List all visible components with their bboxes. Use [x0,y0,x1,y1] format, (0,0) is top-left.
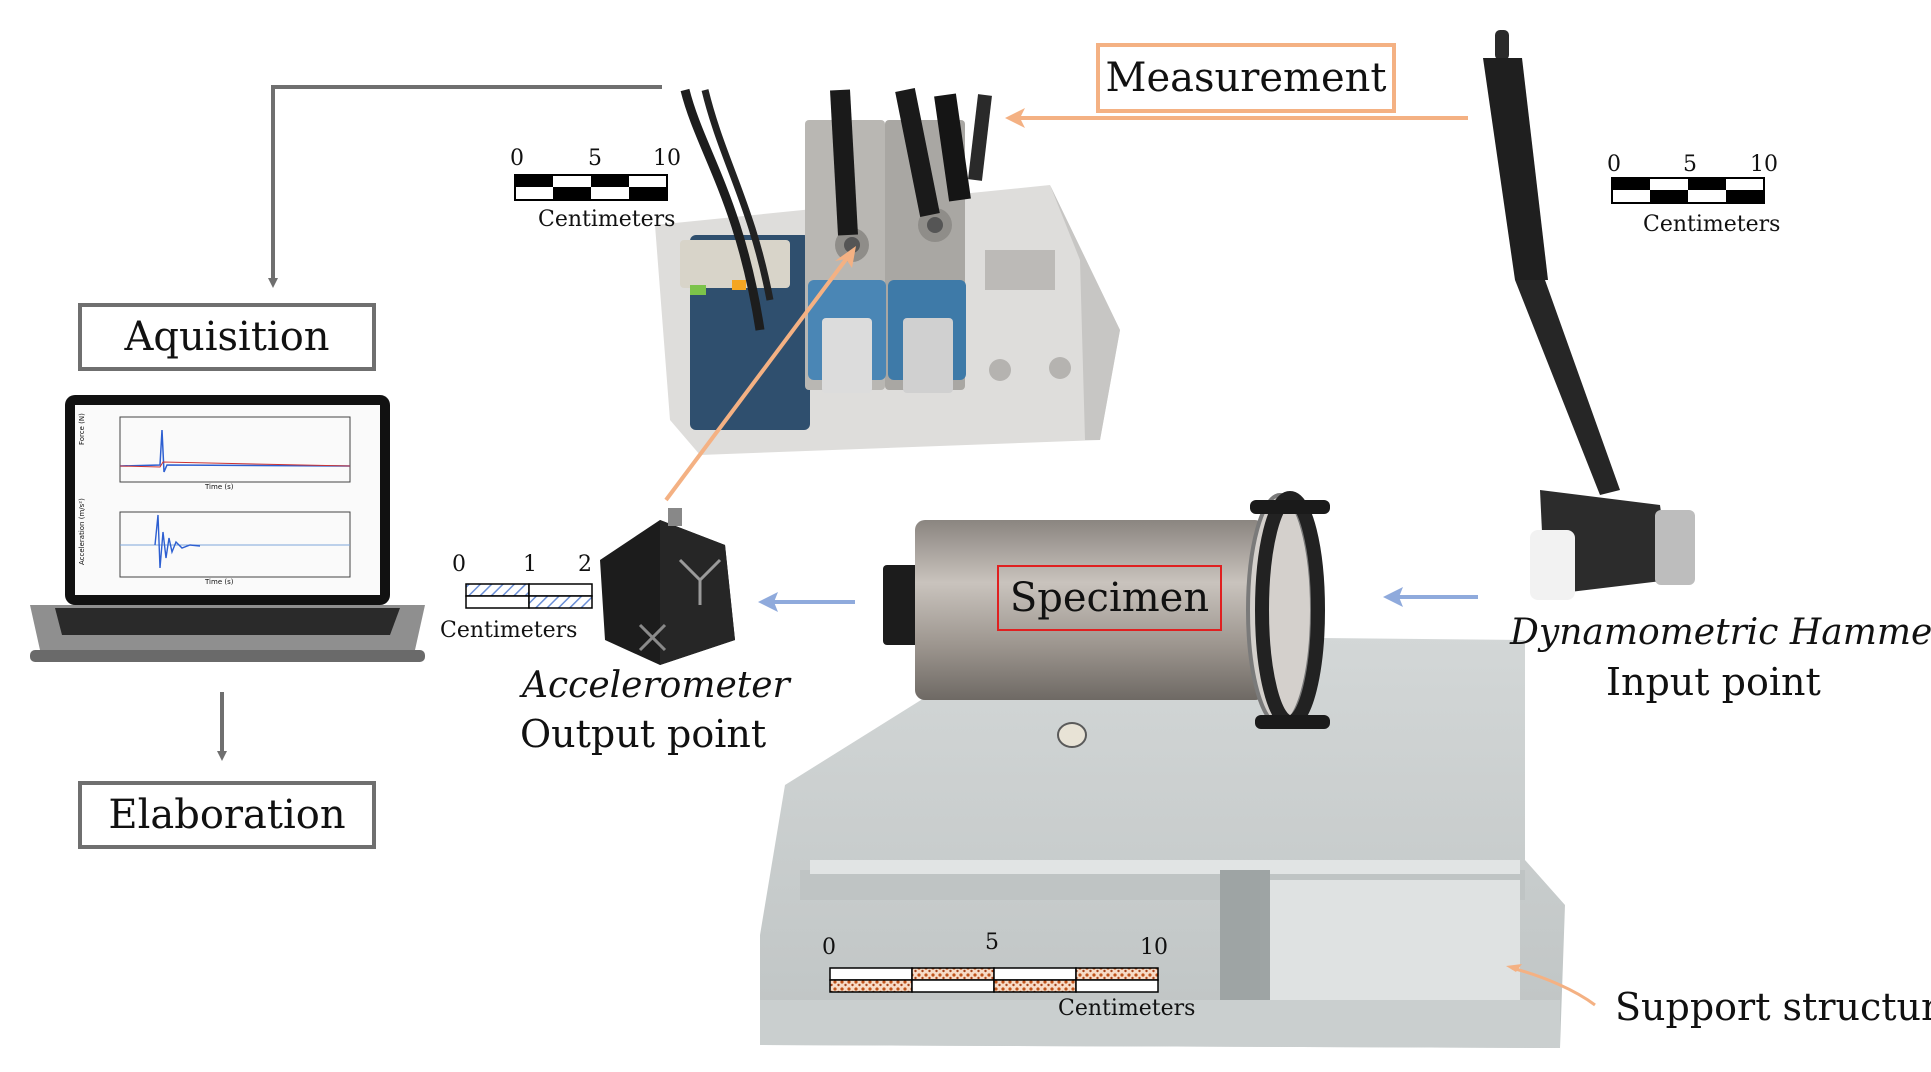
flow-arrows [217,85,662,761]
aquisition-label: Aquisition [124,314,330,360]
output-point-label: Output point [520,712,767,756]
blue-arrows [758,587,1478,612]
hammer-label: Dynamometric Hammer [1510,612,1931,653]
measurement-box: Measurement [1096,43,1396,113]
scale-accel-tick-2: 2 [578,552,592,577]
scale-base-tick-5: 5 [985,930,999,955]
accelerometer-label: Accelerometer [522,665,790,706]
measurement-arrowhead [1005,108,1025,128]
output-arrowhead [758,592,778,612]
accel-cable-arrowhead [835,246,856,268]
input-arrowhead [1383,587,1403,607]
scale-hammer-tick-5: 5 [1683,152,1697,177]
scale-base-tick-10: 10 [1140,935,1168,960]
scale-bar-base [829,967,1159,993]
scale-bar-accel [465,583,593,609]
hammer-image [1483,30,1695,600]
scale-accel-tick-0: 0 [452,552,466,577]
aquisition-box: Aquisition [78,303,376,371]
support-structure-image [760,635,1565,1048]
input-point-label: Input point [1606,660,1821,704]
scale-accel-tick-1: 1 [523,552,537,577]
specimen-box: Specimen [997,565,1222,631]
elaboration-box: Elaboration [78,781,376,849]
scale-hammer-unit: Centimeters [1643,212,1781,237]
daq-chassis-image [655,88,1120,455]
scale-daq-tick-5: 5 [588,146,602,171]
accelerometer-image [600,508,735,665]
scale-bar-hammer [1611,177,1765,204]
scale-base-tick-0: 0 [822,935,836,960]
scale-hammer-tick-10: 10 [1750,152,1778,177]
specimen-label: Specimen [1009,575,1210,621]
plot-ylabel-top: Force (N) [78,413,86,445]
scale-daq-tick-0: 0 [510,146,524,171]
laptop-image [30,395,425,662]
orange-arrows [664,108,1596,1007]
plot-ylabel-bottom: Acceleration (m/s²) [78,498,86,565]
scale-accel-unit: Centimeters [440,618,578,643]
support-structure-label: Support structure [1615,985,1931,1029]
scale-bar-daq [514,174,668,201]
scale-hammer-tick-0: 0 [1607,152,1621,177]
scale-daq-unit: Centimeters [538,207,676,232]
scale-base-unit: Centimeters [1058,996,1196,1021]
measurement-label: Measurement [1105,55,1387,101]
scale-daq-tick-10: 10 [653,146,681,171]
measurement-to-aquisition-arrow [268,85,662,288]
plot-xlabel-bottom: Time (s) [205,578,234,586]
support-arrowhead [1506,964,1522,972]
elaboration-label: Elaboration [108,792,346,838]
plot-xlabel-top: Time (s) [205,483,234,491]
